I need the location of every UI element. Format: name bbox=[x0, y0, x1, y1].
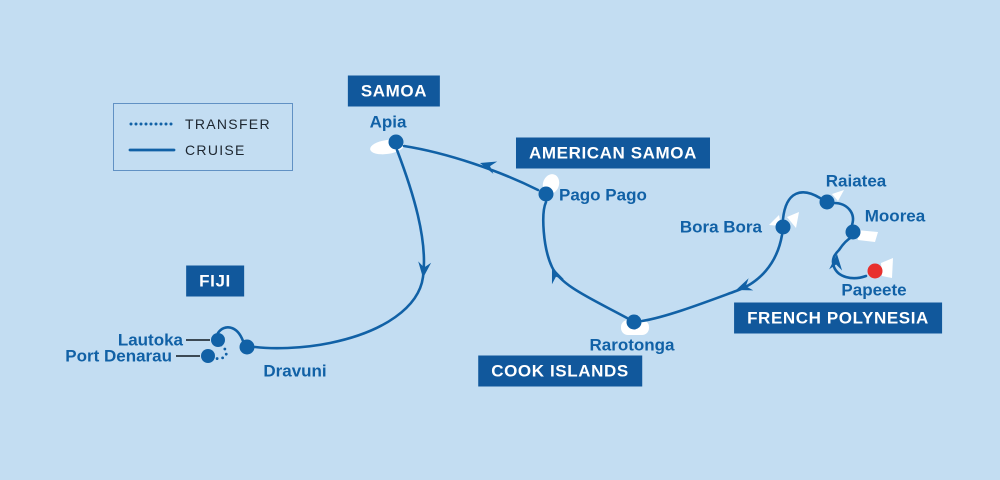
port-label-raiatea: Raiatea bbox=[825, 171, 887, 191]
papeete-island-icon bbox=[881, 258, 893, 278]
arrow-to-rarotonga-icon bbox=[736, 278, 754, 291]
transfer-dotted-line-icon bbox=[129, 122, 176, 126]
port-marker-dravuni bbox=[239, 339, 255, 355]
route-dravuni-lautoka bbox=[216, 326, 245, 343]
legend-cruise-label: CRUISE bbox=[185, 142, 246, 159]
port-marker-apia bbox=[388, 134, 404, 150]
port-marker-lautoka bbox=[211, 333, 225, 347]
raiatea-island-icon bbox=[832, 190, 844, 201]
port-label-dravuni: Dravuni bbox=[263, 361, 327, 381]
region-box-fiji: FIJI bbox=[186, 265, 244, 297]
port-label-pago-pago: Pago Pago bbox=[559, 185, 647, 205]
port-label-lautoka: Lautoka bbox=[117, 330, 183, 350]
legend-row-transfer: TRANSFER bbox=[128, 117, 292, 131]
port-label-moorea: Moorea bbox=[864, 206, 926, 226]
port-marker-bora-bora bbox=[775, 219, 791, 235]
route-papeete-moorea bbox=[831, 235, 868, 280]
bora-bora-island-east-icon bbox=[787, 212, 799, 228]
port-label-port-denarau: Port Denarau bbox=[65, 346, 172, 366]
transfer-lautoka-port-denarau bbox=[210, 343, 228, 360]
region-box-french-polynesia: FRENCH POLYNESIA bbox=[734, 302, 942, 334]
port-marker-papeete-start bbox=[867, 263, 883, 279]
route-apia-dravuni bbox=[253, 148, 426, 350]
arrow-to-apia-icon bbox=[480, 161, 498, 174]
region-box-cook-islands: COOK ISLANDS bbox=[478, 355, 642, 387]
port-label-apia: Apia bbox=[369, 112, 407, 132]
legend-row-cruise: CRUISE bbox=[128, 143, 292, 157]
region-box-samoa: SAMOA bbox=[347, 75, 441, 107]
moorea-island-icon bbox=[856, 230, 878, 242]
legend-transfer-label: TRANSFER bbox=[185, 115, 271, 132]
route-direction-arrows bbox=[418, 161, 843, 291]
port-label-bora-bora: Bora Bora bbox=[679, 217, 762, 237]
legend: TRANSFER CRUISE bbox=[113, 103, 293, 171]
region-box-american-samoa: AMERICAN SAMOA bbox=[515, 137, 711, 169]
route-rarotonga-pago-pago bbox=[542, 200, 629, 320]
port-marker-pago-pago bbox=[538, 186, 554, 202]
port-markers bbox=[201, 134, 883, 363]
arrow-to-pago-pago-icon bbox=[551, 267, 565, 285]
port-label-papeete: Papeete bbox=[841, 280, 907, 300]
port-marker-rarotonga bbox=[626, 314, 642, 330]
arrow-to-dravuni-icon bbox=[418, 261, 432, 278]
island-shapes bbox=[370, 139, 893, 335]
port-marker-raiatea bbox=[819, 194, 835, 210]
port-marker-port-denarau bbox=[201, 349, 215, 363]
route-moorea-raiatea bbox=[832, 201, 855, 227]
arrow-to-moorea-icon bbox=[829, 254, 843, 271]
port-label-rarotonga: Rarotonga bbox=[589, 335, 675, 355]
route-pago-pago-apia bbox=[402, 144, 540, 192]
port-marker-moorea bbox=[845, 224, 861, 240]
route-raiatea-bora-bora bbox=[781, 191, 822, 221]
route-bora-bora-rarotonga bbox=[640, 233, 784, 323]
cruise-solid-line-icon bbox=[128, 148, 176, 152]
label-leader-lines bbox=[176, 339, 210, 357]
